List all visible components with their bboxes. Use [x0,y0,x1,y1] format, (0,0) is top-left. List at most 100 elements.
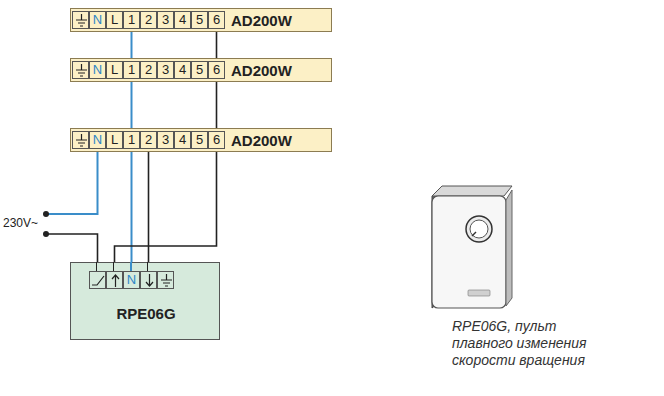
wire [131,32,133,58]
pin-name: 6 [209,132,224,148]
live-wire [47,234,98,262]
symbol-stroke [92,276,104,285]
pin-name: 2 [141,12,156,28]
terminal-cell: 1 [123,61,140,79]
pin-name: L [107,12,122,28]
terminal-cell: 6 [208,131,225,149]
pin-name: L [107,132,122,148]
logo-plate [468,290,490,296]
pin-name: N [124,272,139,288]
pin-name: 6 [209,12,224,28]
terminal-cell [72,61,89,79]
symbol-stroke [76,14,87,26]
terminal-cell: 4 [174,11,191,29]
pin-name: 3 [158,12,173,28]
terminal-cell: L [106,11,123,29]
terminal-cell: 3 [157,131,174,149]
controller-illustration [432,186,512,308]
controller-box: N RPE06G [70,262,220,340]
pin-name: 1 [124,132,139,148]
pin-name: N [90,12,105,28]
terminal-cell: L [106,131,123,149]
pin-name: 5 [192,62,207,78]
symbol-stroke [146,274,153,286]
terminal-cell: N [89,11,106,29]
terminal-cell: 2 [140,61,157,79]
pin-name: 4 [175,12,190,28]
symbol-stroke [76,64,87,76]
terminal-cell: 6 [208,11,225,29]
terminal-cell: 4 [174,131,191,149]
neutral-wire [47,152,98,214]
terminal-cell [72,131,89,149]
terminal-cell [89,271,106,289]
terminal-cell: 1 [123,131,140,149]
terminal-cell: 4 [174,61,191,79]
pin-name: 4 [175,132,190,148]
model-name: AD200W [231,132,292,149]
knob-cap [470,220,488,238]
terminal-strip: NL123456 AD200W [70,58,332,82]
terminal-symbol [73,132,88,148]
model-name: AD200W [231,62,292,79]
wire [131,82,133,128]
symbol-stroke [76,134,87,146]
terminal-cell: 5 [191,131,208,149]
supply-voltage: 230V~ [3,216,38,230]
pin-name: 5 [192,132,207,148]
terminal-cell: N [89,131,106,149]
terminal-cell: 5 [191,11,208,29]
supply-terminal [43,211,49,217]
wire-stub [113,262,115,271]
model-name: RPE06G [116,305,175,322]
pin-name: N [90,132,105,148]
terminal-symbol [90,272,105,288]
pin-name: L [107,62,122,78]
terminal-symbol [73,62,88,78]
pin-name: 4 [175,62,190,78]
terminal-cell: 3 [157,61,174,79]
pin-name: N [90,62,105,78]
terminal-cell: 1 [123,11,140,29]
terminal-symbol [107,272,122,288]
symbol-stroke [112,275,119,287]
supply-terminal [43,231,49,237]
terminal-symbol [73,12,88,28]
terminal-strip: NL123456 AD200W [70,128,332,152]
terminal-cell [140,271,157,289]
wire-stub [147,262,149,271]
terminal-cell: 2 [140,11,157,29]
terminal-strip: NL123456 AD200W [70,8,332,32]
pin-name: 1 [124,62,139,78]
device-front [432,196,506,308]
pin-name: 2 [141,132,156,148]
wire [115,152,217,262]
terminal-symbol [141,272,156,288]
wire [216,32,218,58]
pin-name: 1 [124,12,139,28]
wire [216,82,218,128]
knob-pointer [472,232,476,236]
terminal-cell [72,11,89,29]
pin-name: 6 [209,62,224,78]
pin-name: 3 [158,62,173,78]
photo-caption: RPE06G, пульт плавного изменения скорост… [452,318,602,369]
model-name: AD200W [231,12,292,29]
terminal-cell: 2 [140,131,157,149]
device-top [432,186,512,196]
terminal-cell: N [89,61,106,79]
terminal-cell: 3 [157,11,174,29]
pin-name: 2 [141,62,156,78]
terminal-cell [157,271,174,289]
terminal-cell [106,271,123,289]
speed-knob [466,216,492,242]
wire-stub [96,262,98,271]
terminal-cell: L [106,61,123,79]
terminal-symbol [158,272,173,288]
device-edge [506,190,512,306]
terminal-cell: 5 [191,61,208,79]
pin-name: 5 [192,12,207,28]
terminal-cell: N [123,271,140,289]
